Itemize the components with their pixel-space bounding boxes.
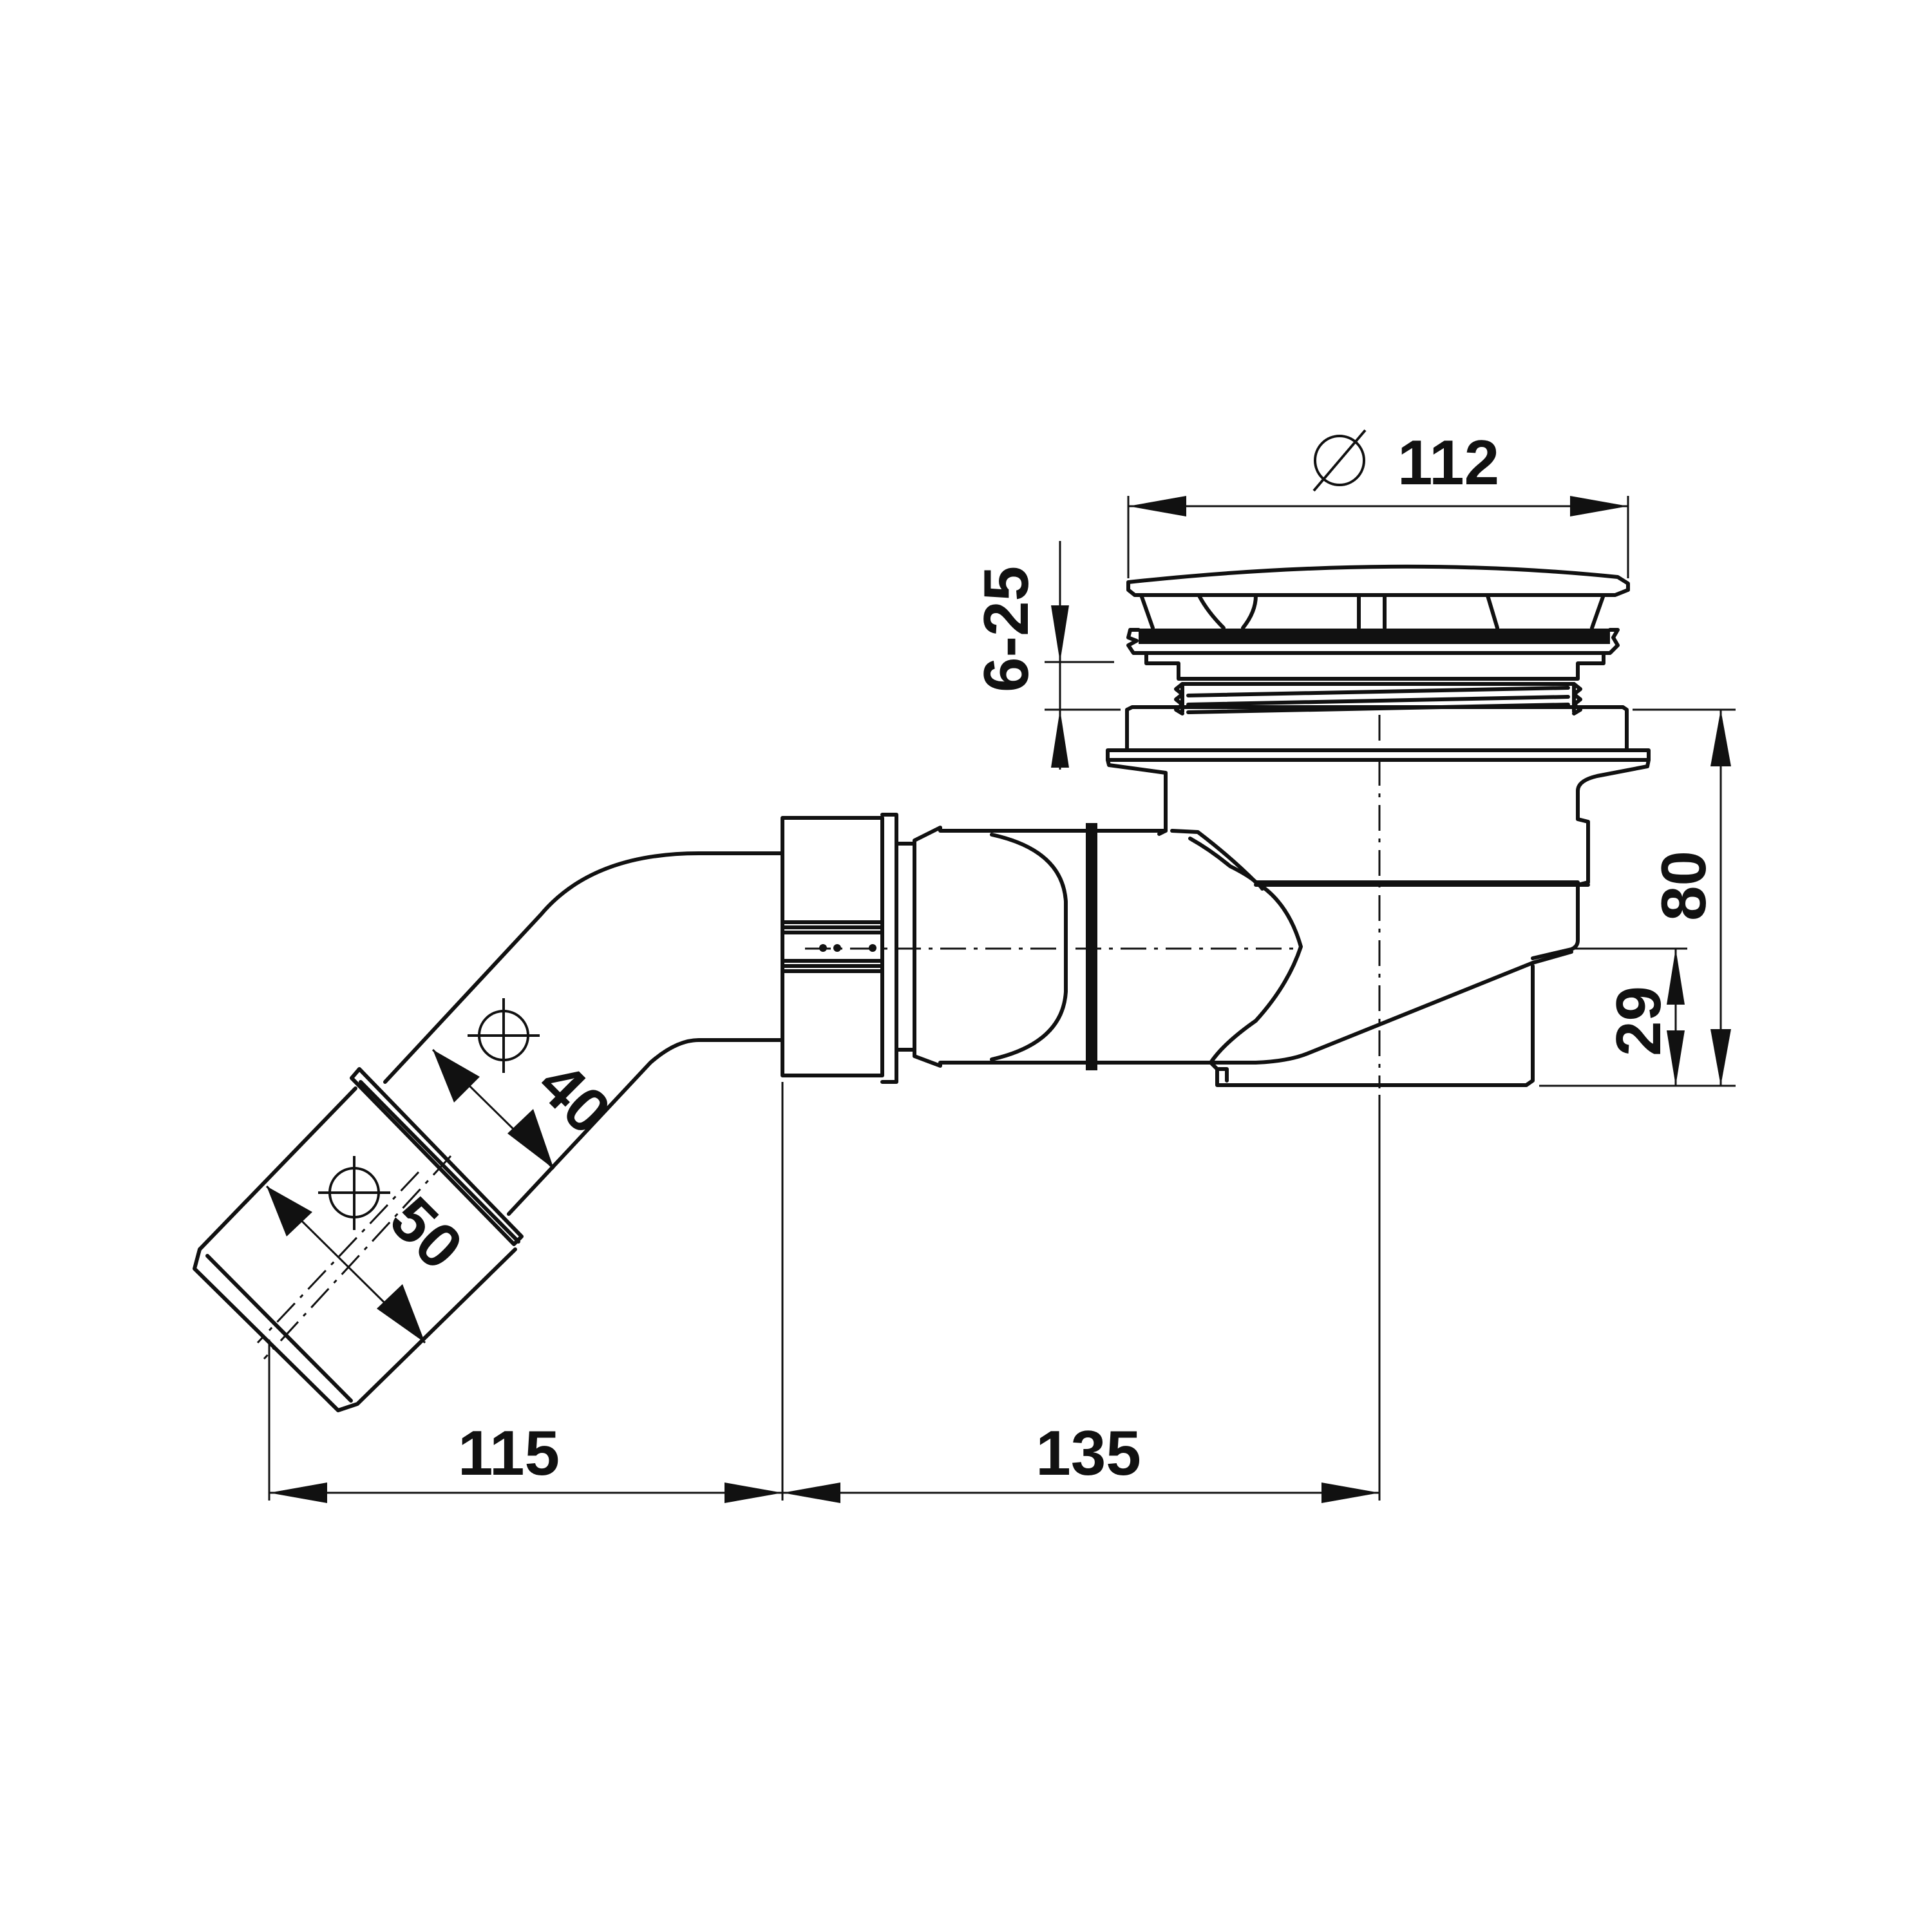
diameter-symbol	[468, 998, 540, 1073]
dim-label: 6-25	[971, 566, 1041, 692]
cap-legs	[1139, 593, 1605, 630]
union-nut	[781, 816, 884, 1077]
dim-label: 135	[1036, 1417, 1141, 1488]
dim-pipe-outer: 50	[265, 1156, 477, 1344]
arrow-end	[377, 1284, 425, 1343]
arrow-up	[1667, 949, 1685, 1005]
clamp-ring	[1139, 629, 1610, 644]
thread	[1180, 682, 1576, 714]
arrow-right	[724, 1482, 782, 1503]
center-lines	[256, 715, 1381, 1360]
dim-widths: 115 135	[268, 1082, 1381, 1503]
cover-cap	[1126, 564, 1630, 597]
arrow-left	[1128, 496, 1186, 516]
trap-step	[1215, 1067, 1229, 1083]
arrow-start	[267, 1186, 312, 1236]
horizontal-outlet	[781, 813, 1213, 1084]
dim-label: 112	[1397, 427, 1499, 498]
dim-label: 29	[1603, 986, 1674, 1056]
arrow-down	[1667, 1030, 1685, 1086]
arrow-right	[1570, 496, 1628, 516]
seal-ring	[1086, 823, 1097, 1070]
outlet-dome	[990, 833, 1068, 1061]
clamp-ring-ends	[1126, 628, 1620, 655]
socket-inner-line	[205, 1080, 520, 1403]
dim-total-height: 80	[1539, 708, 1736, 1087]
outlet-pipe-bottom	[896, 1048, 1213, 1068]
body-left-wall	[1106, 758, 1168, 836]
sloped-bottom	[1202, 950, 1573, 1065]
grip-dot	[833, 944, 841, 952]
socket-centerline	[263, 1155, 452, 1360]
outlet-pipe-top	[896, 826, 1168, 846]
pipe-centerline	[256, 1171, 420, 1344]
body-right-wall	[1531, 758, 1651, 960]
outlet-elbow-inner	[1188, 837, 1264, 891]
body-inner-band	[1254, 880, 1590, 887]
angled-pipe	[193, 851, 784, 1412]
dim-label: 115	[458, 1417, 560, 1488]
outlet-elbow	[1170, 829, 1303, 1065]
diameter-symbol	[318, 1156, 390, 1230]
pipe-inner-curve	[507, 1038, 784, 1216]
thread-teeth	[1174, 682, 1582, 715]
dim-adjust-range: 6-25	[971, 541, 1121, 770]
socket-body	[193, 1086, 517, 1412]
arrow-up	[1710, 710, 1731, 766]
dim-top-diameter: 112	[1127, 427, 1629, 578]
dim-label: 80	[1648, 851, 1719, 921]
arrow-right	[1321, 1482, 1379, 1503]
arrow-left	[782, 1482, 840, 1503]
dim-pipe-inner: 40	[431, 998, 625, 1170]
arrow-up	[1051, 710, 1069, 768]
arrow-end	[507, 1109, 554, 1169]
arrow-left	[269, 1482, 327, 1503]
diameter-symbol	[1312, 429, 1367, 492]
dim-label: 50	[377, 1183, 477, 1283]
socket-ring	[350, 1067, 524, 1246]
arrow-down	[1051, 605, 1069, 662]
arrow-start	[433, 1050, 480, 1103]
upper-flange-step	[1106, 748, 1651, 762]
drain-body	[1106, 564, 1651, 1087]
union-nut-grip	[782, 920, 883, 973]
arrow-down	[1710, 1029, 1731, 1086]
thread-collar	[1144, 651, 1605, 681]
dim-outlet-height: 29	[1571, 947, 1687, 1086]
pipe-outer-curve	[383, 851, 784, 1084]
